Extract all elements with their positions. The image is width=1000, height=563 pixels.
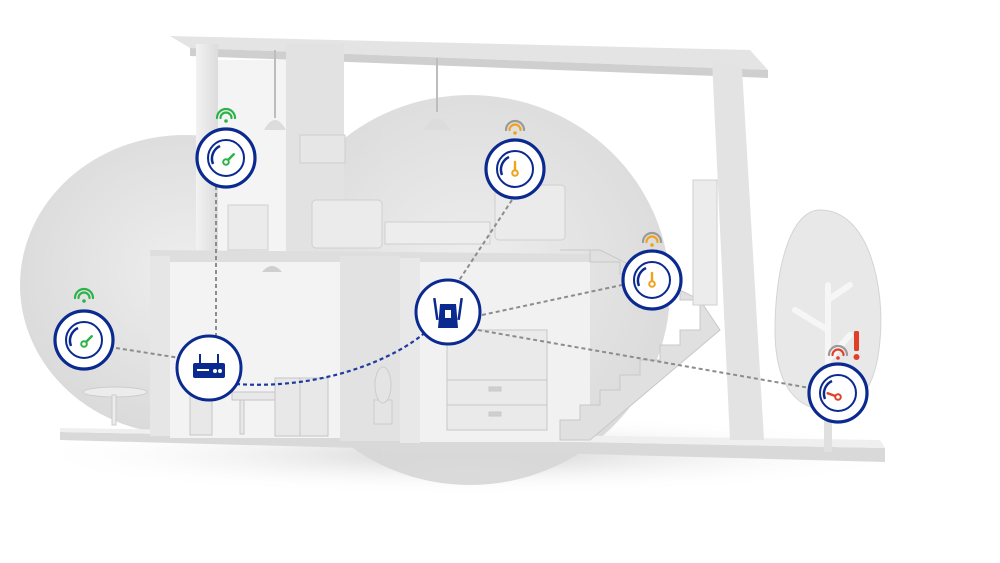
potted-plant <box>373 366 393 425</box>
upstairs-chair <box>227 204 269 251</box>
wifi-signal-icon <box>215 107 237 123</box>
signal-gauge-garden[interactable] <box>807 344 869 424</box>
signal-gauge-left-outside[interactable] <box>53 287 115 371</box>
extender-badge[interactable] <box>414 278 482 346</box>
outdoor-table <box>82 386 148 426</box>
speed-gauge-icon <box>65 321 103 359</box>
wifi-signal-icon <box>827 344 849 360</box>
extender-to-upstairs-middle-link <box>457 199 513 283</box>
signal-gauge-upstairs-left[interactable] <box>195 107 257 189</box>
pendant-lamp-3 <box>262 266 282 272</box>
router-badge[interactable] <box>175 334 243 402</box>
connection-lines <box>115 186 811 389</box>
exclamation-icon <box>853 331 860 360</box>
pendant-lamp-1 <box>264 50 286 130</box>
right-column <box>712 60 764 440</box>
dresser <box>446 329 548 431</box>
house-floor-slab <box>60 432 885 462</box>
bed <box>384 221 491 245</box>
bookshelf <box>299 134 346 164</box>
signal-gauge-upstairs-middle[interactable] <box>484 119 546 200</box>
pendant-lamp-2 <box>424 58 450 130</box>
sofa <box>311 199 383 249</box>
extender-to-garden-link <box>477 329 811 389</box>
speed-gauge-icon <box>496 150 534 188</box>
signal-gauge-stairs[interactable] <box>621 231 683 311</box>
router-icon <box>193 354 225 378</box>
wifi-signal-icon <box>504 119 526 135</box>
extender-to-stairs-link <box>481 284 623 316</box>
wifi-signal-icon <box>73 287 95 303</box>
speed-gauge-icon <box>207 139 245 177</box>
wifi-signal-icon <box>641 231 663 247</box>
speed-gauge-icon <box>819 374 857 412</box>
wifi-extender-icon <box>433 297 463 328</box>
router-to-left-gauge-link <box>115 347 181 359</box>
ground-right-room-wall <box>400 258 420 443</box>
speed-gauge-icon <box>633 261 671 299</box>
ground-left-wall <box>150 256 170 436</box>
dining-set <box>189 377 329 437</box>
tall-cabinet <box>692 179 718 306</box>
router-to-extender-link <box>235 329 429 386</box>
